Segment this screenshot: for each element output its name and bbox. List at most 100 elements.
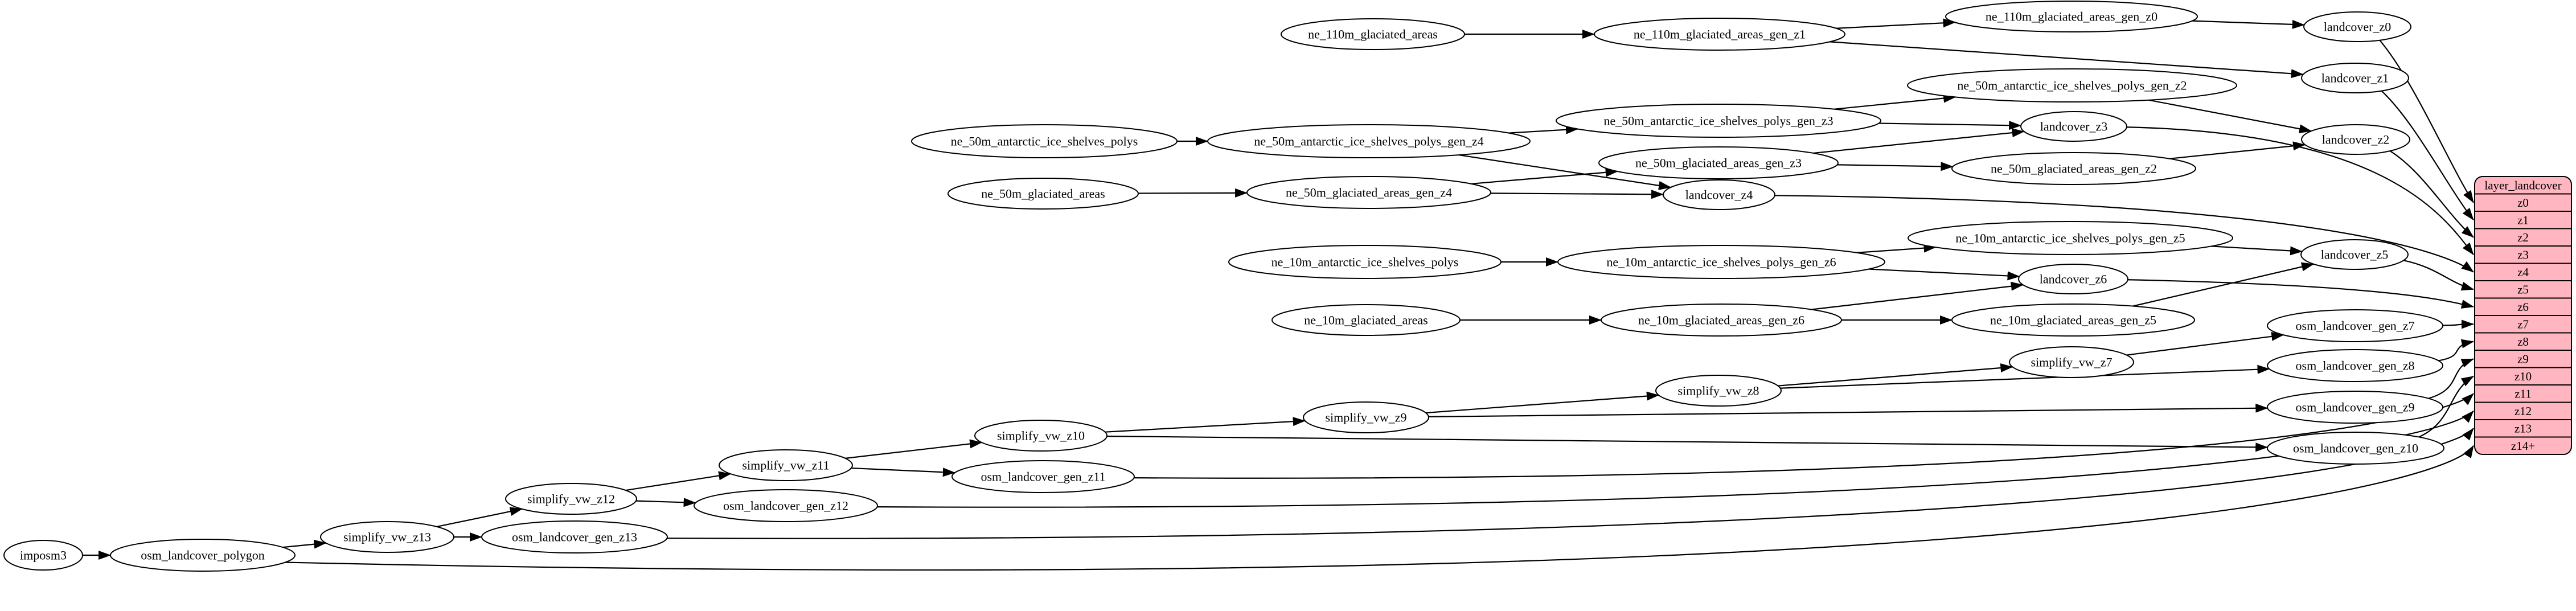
graph-node-landcover_z5: landcover_z5 [2300,239,2409,270]
edge-simplify_vw_z8-to-simplify_vw_z7 [1778,363,2013,387]
edge-landcover_z0-to-layer-z0 [2379,39,2474,203]
edge-simplify_vw_z9-to-simplify_vw_z8 [1426,391,1659,414]
node-ellipse [2303,11,2411,42]
node-ellipse [1951,152,2196,185]
layer-row-label: z0 [2517,196,2529,210]
node-ellipse [1598,146,1839,179]
graph-node-ne_50m_glaciated_areas: ne_50m_glaciated_areas [947,178,1139,210]
graph-node-simplify_vw_z8: simplify_vw_z8 [1655,375,1782,407]
edge-simplify_vw_z11-to-simplify_vw_z10 [845,439,983,459]
node-label: ne_10m_antarctic_ice_shelves_polys_gen_z… [1606,255,1836,269]
edge-ne_10m_antarctic_ice_shelves_polys_gen_z6-to-ne_10m_antarctic_ice_shelves_polys_gen_z5 [1856,243,1937,253]
graph-node-simplify_vw_z7: simplify_vw_z7 [2009,346,2134,378]
graph-node-landcover_z0: landcover_z0 [2303,11,2411,42]
node-ellipse [1594,18,1845,51]
node-label: ne_50m_antarctic_ice_shelves_polys [951,134,1138,149]
layer-row-label: z6 [2517,300,2529,314]
node-label: ne_50m_antarctic_ice_shelves_polys_gen_z… [1957,79,2187,93]
node-label: ne_50m_glaciated_areas_gen_z4 [1286,186,1452,200]
node-label: osm_landcover_gen_z7 [2296,319,2415,333]
node-ellipse [320,521,454,553]
edge-osm_landcover_gen_z9-to-layer-z9 [2428,358,2474,399]
node-label: ne_10m_antarctic_ice_shelves_polys [1271,255,1459,269]
layer-row-label: z13 [2515,422,2532,436]
graph-node-osm_landcover_gen_z12: osm_landcover_gen_z12 [694,489,878,522]
graph-node-ne_110m_glaciated_areas_gen_z1: ne_110m_glaciated_areas_gen_z1 [1594,18,1845,51]
edge-simplify_vw_z10-to-osm_landcover_gen_z10 [1106,436,2269,452]
edge-ne_50m_antarctic_ice_shelves_polys_gen_z3-to-ne_50m_antarctic_ice_shelves_polys_gen_z2 [1834,93,1956,110]
node-label: landcover_z1 [2321,71,2389,85]
node-label: ne_110m_glaciated_areas [1308,27,1438,42]
node-label: ne_110m_glaciated_areas_gen_z1 [1634,27,1806,42]
edge-simplify_vw_z12-to-osm_landcover_gen_z12 [635,498,696,507]
node-label: ne_50m_glaciated_areas_gen_z2 [1991,162,2157,176]
node-label: ne_50m_glaciated_areas_gen_z3 [1635,156,1802,170]
edge-ne_50m_glaciated_areas_gen_z4-to-landcover_z4 [1490,190,1664,199]
graph-node-ne_50m_antarctic_ice_shelves_polys_gen_z3: ne_50m_antarctic_ice_shelves_polys_gen_z… [1556,104,1881,138]
node-ellipse [1601,304,1842,337]
node-label: osm_landcover_gen_z12 [723,499,848,513]
node-label: simplify_vw_z12 [527,492,615,506]
layer-row-label: z14+ [2511,439,2535,453]
node-ellipse [1655,375,1782,407]
node-ellipse [719,449,853,481]
node-ellipse [2301,124,2410,155]
node-ellipse [2267,432,2444,465]
layer-row-label: z12 [2515,404,2532,418]
node-ellipse [1303,401,1429,433]
node-label: landcover_z4 [1685,188,1753,202]
edge-ne_10m_glaciated_areas_gen_z6-to-landcover_z6 [1811,281,2024,310]
graph-node-landcover_z6: landcover_z6 [2018,264,2128,294]
node-ellipse [1663,179,1775,210]
node-ellipse [2301,63,2409,93]
node-ellipse [974,420,1107,452]
edge-ne_50m_glaciated_areas_gen_z3-to-landcover_z3 [1813,128,2025,154]
node-label: landcover_z0 [2324,20,2392,34]
edge-simplify_vw_z13-to-simplify_vw_z12 [436,507,523,528]
graph-node-ne_10m_glaciated_areas_gen_z5: ne_10m_glaciated_areas_gen_z5 [1951,304,2195,337]
edge-ne_50m_glaciated_areas-to-ne_50m_glaciated_areas_gen_z4 [1138,188,1248,198]
layer-row-label: z5 [2517,283,2529,297]
node-label: landcover_z5 [2321,248,2389,262]
graph-node-osm_landcover_gen_z11: osm_landcover_gen_z11 [951,460,1135,493]
graph-node-simplify_vw_z11: simplify_vw_z11 [719,449,853,481]
edge-osm_landcover_polygon-to-simplify_vw_z13 [282,539,327,549]
node-ellipse [110,539,296,572]
node-ellipse [2267,309,2443,342]
node-ellipse [1907,68,2237,102]
node-label: landcover_z6 [2040,272,2107,286]
graph-node-landcover_z3: landcover_z3 [2020,111,2127,142]
graph-node-ne_110m_glaciated_areas_gen_z0: ne_110m_glaciated_areas_gen_z0 [1945,1,2198,32]
edge-ne_110m_glaciated_areas_gen_z1-to-landcover_z1 [1830,41,2304,79]
edge-landcover_z1-to-layer-z1 [2381,90,2474,221]
node-ellipse [2020,111,2127,142]
node-label: simplify_vw_z8 [1678,384,1759,398]
graph-node-osm_landcover_gen_z8: osm_landcover_gen_z8 [2267,349,2443,382]
edge-simplify_vw_z10-to-simplify_vw_z9 [1105,417,1306,433]
node-ellipse [481,520,668,553]
graph-node-simplify_vw_z9: simplify_vw_z9 [1303,401,1429,433]
graph-node-osm_landcover_gen_z9: osm_landcover_gen_z9 [2267,391,2443,424]
node-ellipse [2267,349,2443,382]
edge-ne_50m_glaciated_areas_gen_z4-to-ne_50m_glaciated_areas_gen_z3 [1471,167,1618,184]
edge-ne_50m_glaciated_areas_gen_z2-to-landcover_z2 [2169,141,2306,159]
node-ellipse [505,483,637,515]
node-label: ne_50m_glaciated_areas [981,187,1105,201]
graph-node-ne_10m_glaciated_areas: ne_10m_glaciated_areas [1271,304,1461,336]
node-label: ne_50m_antarctic_ice_shelves_polys_gen_z… [1254,134,1483,149]
edge-simplify_vw_z8-to-osm_landcover_gen_z8 [1780,364,2270,389]
node-label: osm_landcover_gen_z9 [2296,400,2415,415]
layer-row-label: z2 [2517,231,2529,244]
node-label: osm_landcover_polygon [141,548,265,563]
edge-ne_50m_antarctic_ice_shelves_polys_gen_z2-to-landcover_z2 [2148,99,2312,134]
edge-simplify_vw_z7-to-osm_landcover_gen_z7 [2126,331,2284,356]
layer-table-header: layer_landcover [2484,179,2561,192]
edge-landcover_z3-to-layer-z3 [2126,126,2474,256]
node-label: osm_landcover_gen_z8 [2296,359,2415,373]
node-label: simplify_vw_z10 [997,429,1085,443]
edge-simplify_vw_z11-to-osm_landcover_gen_z11 [851,467,955,477]
layer-landcover-table: layer_landcoverz0z1z2z3z4z5z6z7z8z9z10z1… [2474,176,2572,455]
edge-ne_10m_antarctic_ice_shelves_polys_gen_z5-to-landcover_z5 [2211,245,2303,256]
node-label: simplify_vw_z9 [1326,411,1407,425]
